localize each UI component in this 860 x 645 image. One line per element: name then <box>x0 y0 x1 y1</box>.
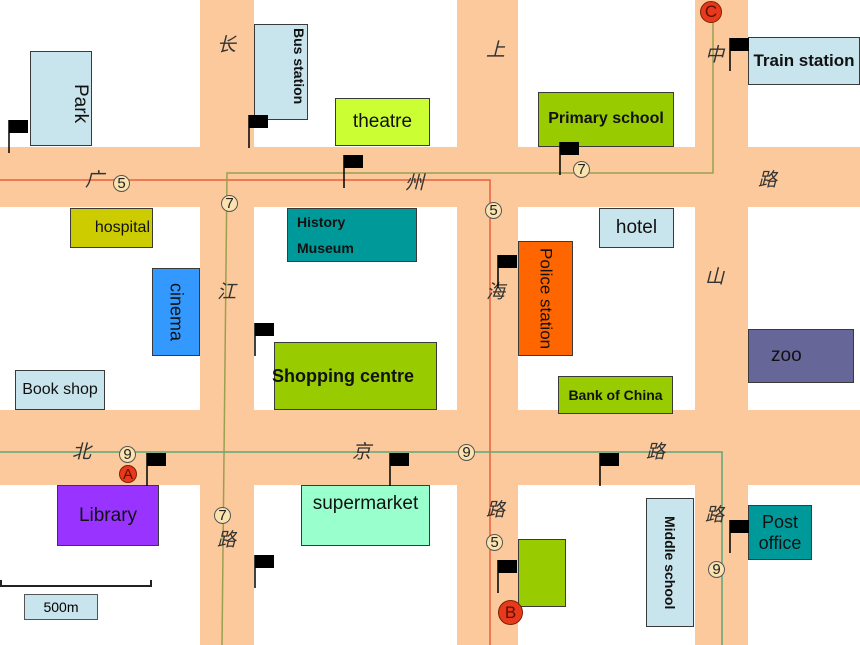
middle-school-label: Middle school <box>662 515 679 610</box>
shopping-centre[interactable]: Shopping centre <box>272 342 437 410</box>
zhongshan-road-char-1: 中 <box>705 44 725 66</box>
cinema[interactable]: cinema <box>152 268 200 356</box>
bus-route-5-line <box>0 179 491 645</box>
park-label: Park <box>70 83 91 124</box>
flag-middle-school <box>599 453 619 486</box>
police-station-label: Police station <box>536 247 556 350</box>
flag-theatre <box>343 155 363 188</box>
train-station-label: Train station <box>753 51 855 71</box>
post-office-label-line-1: Post <box>761 511 799 532</box>
supermarket[interactable]: supermarket <box>301 485 430 546</box>
guangzhou-road-char-3: 路 <box>758 169 778 191</box>
theatre-label: theatre <box>352 111 413 133</box>
primary-school[interactable]: Primary school <box>538 92 674 147</box>
zhongshan-road-char-2: 山 <box>705 266 725 288</box>
bus-stop-badge-9-beijing-west: 9 <box>119 446 136 463</box>
primary-school-label: Primary school <box>548 110 664 128</box>
scale-label: 500m <box>24 594 98 620</box>
beijing-road-char-2: 京 <box>352 441 372 463</box>
point-c-marker[interactable]: C <box>700 1 722 23</box>
bank-of-china[interactable]: Bank of China <box>558 376 673 414</box>
bus-station[interactable]: Bus station <box>254 24 308 120</box>
park[interactable]: Park <box>30 51 92 146</box>
book-shop[interactable]: Book shop <box>15 370 105 410</box>
post-office[interactable]: Post office <box>748 505 812 560</box>
bus-stop-badge-9-zhongshan-south: 9 <box>708 561 725 578</box>
shanghai-road-char-3: 路 <box>486 499 506 521</box>
hospital-label: hospital <box>94 218 150 236</box>
guangzhou-road-char-2: 州 <box>405 172 425 194</box>
bank-of-china-label: Bank of China <box>568 386 663 403</box>
police-station[interactable]: Police station <box>518 241 573 356</box>
hotel-label: hotel <box>615 217 658 239</box>
bus-stop-badge-7-guangzhou-east: 7 <box>573 161 590 178</box>
shanghai-road-char-2: 海 <box>486 281 506 303</box>
book-shop-label: Book shop <box>22 380 98 398</box>
flag-police-station <box>497 255 517 288</box>
hospital[interactable]: hospital <box>70 208 153 248</box>
flag-changjiang-road-south <box>254 555 274 588</box>
guangzhou-road-char-1: 广 <box>85 169 105 191</box>
bus-stop-badge-5-shanghai-north: 5 <box>485 202 502 219</box>
scale-bar <box>0 580 152 587</box>
point-a-marker[interactable]: A <box>119 465 137 483</box>
bus-route-9-line <box>0 451 723 645</box>
flag-bus-station <box>248 115 268 148</box>
flag-park <box>8 120 28 153</box>
flag-supermarket <box>389 453 409 486</box>
point-b-marker[interactable]: B <box>498 600 523 625</box>
library-label: Library <box>78 504 138 526</box>
post-office-label-line-2: office <box>758 532 802 553</box>
flag-shopping-centre <box>254 323 274 356</box>
middle-school[interactable]: Middle school <box>646 498 694 627</box>
cinema-label: cinema <box>166 282 187 342</box>
library[interactable]: Library <box>57 485 159 546</box>
supermarket-label: supermarket <box>312 493 419 514</box>
changjiang-road-char-1: 长 <box>217 34 237 56</box>
history-museum[interactable]: History Museum <box>287 208 417 262</box>
bus-stop-badge-5-shanghai-south: 5 <box>486 534 503 551</box>
zhongshan-road-char-3: 路 <box>705 504 725 526</box>
train-station[interactable]: Train station <box>748 37 860 85</box>
flag-unlabeled-building <box>497 560 517 593</box>
zoo[interactable]: zoo <box>748 329 854 383</box>
bus-stop-badge-5-guangzhou-west: 5 <box>113 175 130 192</box>
zoo-label: zoo <box>771 345 802 367</box>
beijing-road-char-1: 北 <box>72 441 92 463</box>
bus-stop-badge-7-guangzhou-changjiang: 7 <box>221 195 238 212</box>
bus-station-label: Bus station <box>291 28 307 105</box>
history-museum-label-line-1: History <box>297 213 346 230</box>
unlabeled-building[interactable] <box>518 539 566 607</box>
flag-library <box>146 453 166 486</box>
bus-route-7-line <box>221 18 714 645</box>
beijing-road-char-3: 路 <box>646 441 666 463</box>
hotel[interactable]: hotel <box>599 208 674 248</box>
bus-stop-badge-9-beijing-middle: 9 <box>458 444 475 461</box>
theatre[interactable]: theatre <box>335 98 430 146</box>
flag-primary-school <box>559 142 579 175</box>
bus-stop-badge-7-changjiang-south: 7 <box>214 507 231 524</box>
changjiang-road-char-3: 路 <box>217 529 237 551</box>
changjiang-road-strip <box>200 0 254 645</box>
shopping-centre-label: Shopping centre <box>272 365 415 386</box>
changjiang-road-char-2: 江 <box>217 281 237 303</box>
flag-post-office <box>729 520 749 553</box>
flag-train-station <box>729 38 749 71</box>
history-museum-label-line-2: Museum <box>297 239 354 256</box>
shanghai-road-char-1: 上 <box>486 39 506 61</box>
